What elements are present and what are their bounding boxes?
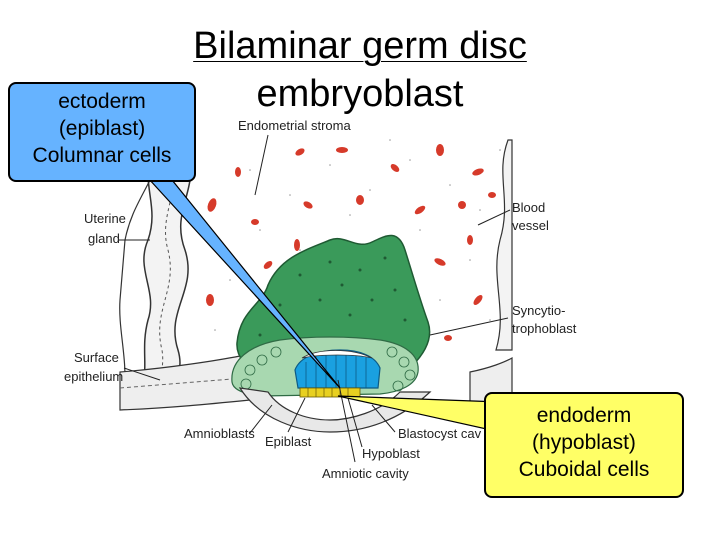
blastocyst-cavity-shape <box>238 387 432 433</box>
label-blastocyst-cavity: Blastocyst cav <box>398 426 482 441</box>
label-syncytiotrophoblast-1: Syncytio- <box>512 303 565 318</box>
label-epiblast: Epiblast <box>265 434 312 449</box>
endoderm-callout-line-1: endoderm <box>536 404 632 427</box>
blood-vessels <box>206 144 496 344</box>
label-blood-vessel-1: Blood <box>512 200 545 215</box>
label-endometrial-stroma: Endometrial stroma <box>238 118 351 133</box>
epiblast-columns <box>305 350 367 388</box>
slide-title: Bilaminar germ disc embryoblast <box>150 22 570 118</box>
label-uterine-gland-2: gland <box>88 231 120 246</box>
ectoderm-callout-line-1: ectoderm <box>58 90 146 113</box>
label-syncytiotrophoblast-2: trophoblast <box>512 321 577 336</box>
right-gland-shape <box>495 139 513 351</box>
label-uterine-gland-1: Uterine <box>84 211 126 226</box>
label-surface-epithelium-1: Surface <box>74 350 119 365</box>
hypoblast-shape <box>299 387 361 398</box>
syncytiotrophoblast-nuclei <box>258 256 407 337</box>
ectoderm-callout-line-2: (epiblast) <box>58 117 146 140</box>
ectoderm-callout: ectoderm (epiblast) Columnar cells <box>8 82 196 182</box>
ectoderm-callout-line-3: Columnar cells <box>32 144 172 167</box>
title-line-2: embryoblast <box>256 73 464 115</box>
endoderm-callout: endoderm (hypoblast) Cuboidal cells <box>484 392 684 498</box>
title-line-1: Bilaminar germ disc <box>193 25 527 67</box>
label-amniotic-cavity: Amniotic cavity <box>322 466 409 481</box>
endometrial-stroma-texture <box>214 139 501 331</box>
endoderm-callout-line-3: Cuboidal cells <box>518 458 650 481</box>
label-blood-vessel-2: vessel <box>512 218 549 233</box>
amniotic-cavity-shape <box>301 350 373 359</box>
endoderm-callout-line-2: (hypoblast) <box>532 431 636 454</box>
label-hypoblast: Hypoblast <box>362 446 420 461</box>
label-leader-lines <box>118 134 511 463</box>
label-surface-epithelium-2: epithelium <box>64 369 123 384</box>
label-amnioblasts: Amnioblasts <box>184 426 255 441</box>
